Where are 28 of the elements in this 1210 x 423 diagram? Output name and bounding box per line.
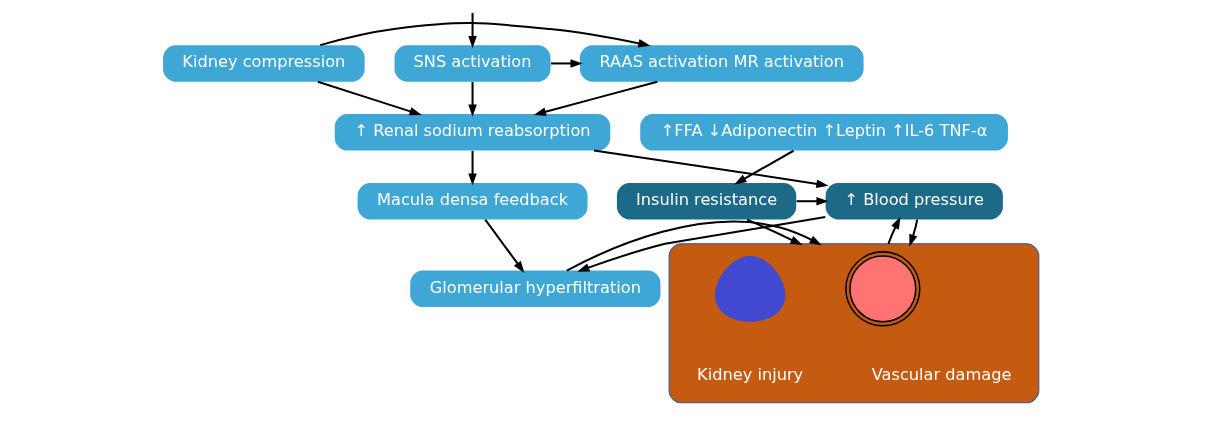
arrow bbox=[746, 218, 803, 246]
arrow bbox=[468, 150, 477, 186]
arrow bbox=[734, 149, 794, 185]
arrow bbox=[319, 22, 651, 48]
arrow bbox=[484, 218, 525, 274]
node-box: Insulin resistance bbox=[616, 183, 797, 220]
arrow bbox=[533, 80, 658, 116]
node-box: ↑ Renal sodium reabsorption bbox=[334, 114, 611, 151]
node-circle bbox=[845, 251, 921, 327]
node-box: ↑FFA ↓Adiponectin ↑Leptin ↑IL-6 TNF-α bbox=[640, 114, 1008, 151]
arrow bbox=[887, 216, 901, 245]
node-label: Vascular damage bbox=[871, 365, 1012, 385]
node-box: Glomerular hyperfiltration bbox=[410, 270, 661, 308]
arrow bbox=[593, 149, 829, 189]
cluster bbox=[668, 243, 1040, 404]
node-box: RAAS activation MR activation bbox=[579, 45, 864, 82]
node-box: ↑ Blood pressure bbox=[825, 183, 1003, 220]
arrow bbox=[468, 82, 477, 117]
arrow bbox=[909, 219, 919, 247]
node-box: SNS activation bbox=[394, 45, 551, 82]
node-picture bbox=[714, 255, 786, 322]
arrow bbox=[468, 12, 477, 49]
arrow bbox=[550, 59, 583, 68]
node-label: Kidney injury bbox=[697, 365, 804, 385]
arrow bbox=[796, 196, 829, 206]
node-box: Kidney compression bbox=[163, 45, 365, 82]
arrow bbox=[317, 80, 422, 116]
node-box: Macula densa feedback bbox=[357, 183, 588, 220]
